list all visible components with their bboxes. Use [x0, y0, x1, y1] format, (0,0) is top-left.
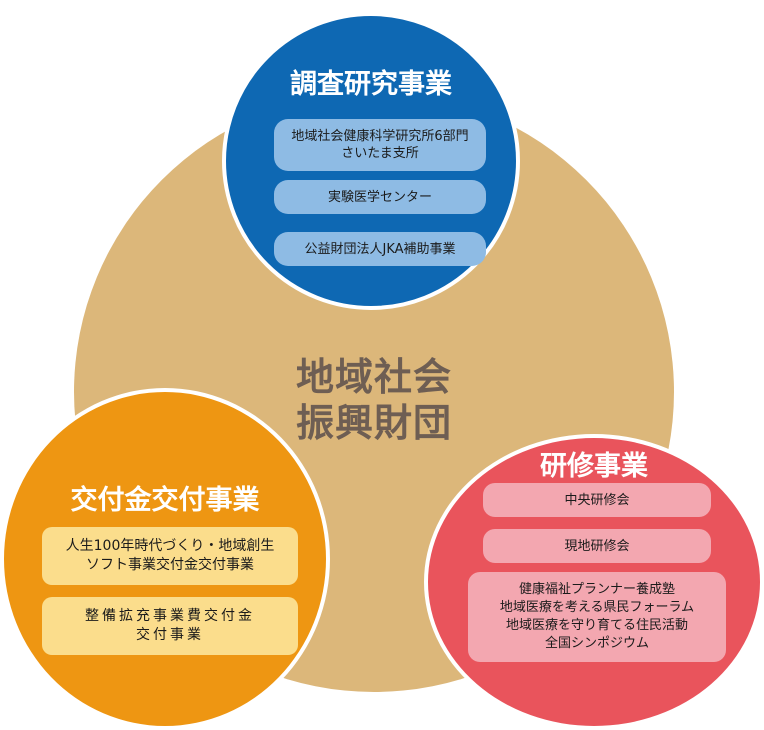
grant-item-maintenance-line1: 整備拡充事業費交付金	[85, 608, 255, 624]
training-item-programs: 健康福祉プランナー養成塾 地域医療を考える県民フォーラム 地域医療を守り育てる住…	[468, 572, 726, 662]
training-item-central: 中央研修会	[483, 483, 711, 517]
research-item-lab: 実験医学センター	[274, 180, 486, 214]
training-title: 研修事業	[540, 451, 648, 482]
foundation-name: 地域社会 振興財団	[264, 354, 484, 446]
training-item-onsite-label: 現地研修会	[564, 538, 630, 554]
research-item-jka-label: 公益財団法人JKA補助事業	[304, 241, 456, 257]
grant-item-maintenance-line2: 交付事業	[136, 627, 204, 643]
research-item-institute: 地域社会健康科学研究所6部門 さいたま支所	[274, 119, 486, 171]
training-item-programs-line2: 地域医療を考える県民フォーラム	[499, 600, 695, 615]
foundation-name-line1: 地域社会	[295, 355, 452, 399]
grant-item-life100-line1: 人生100年時代づくり・地域創生	[65, 538, 275, 554]
foundation-name-line2: 振興財団	[295, 401, 452, 445]
training-item-central-label: 中央研修会	[564, 492, 630, 508]
research-title: 調査研究事業	[290, 69, 452, 100]
research-item-lab-label: 実験医学センター	[327, 189, 432, 205]
grant-item-life100-line2: ソフト事業交付金交付事業	[86, 557, 254, 573]
grant-item-life100: 人生100年時代づくり・地域創生 ソフト事業交付金交付事業	[42, 527, 298, 585]
research-item-jka: 公益財団法人JKA補助事業	[274, 232, 486, 266]
training-item-programs-line3: 地域医療を守り育てる住民活動	[505, 618, 688, 633]
training-item-programs-line1: 健康福祉プランナー養成塾	[518, 582, 675, 597]
grant-title: 交付金交付事業	[70, 485, 260, 516]
training-item-onsite: 現地研修会	[483, 529, 711, 563]
training-item-programs-line4: 全国シンポジウム	[544, 636, 649, 651]
research-item-institute-line1: 地域社会健康科学研究所6部門	[291, 129, 469, 144]
grant-item-maintenance: 整備拡充事業費交付金 交付事業	[42, 597, 298, 655]
research-item-institute-line2: さいたま支所	[341, 146, 419, 161]
